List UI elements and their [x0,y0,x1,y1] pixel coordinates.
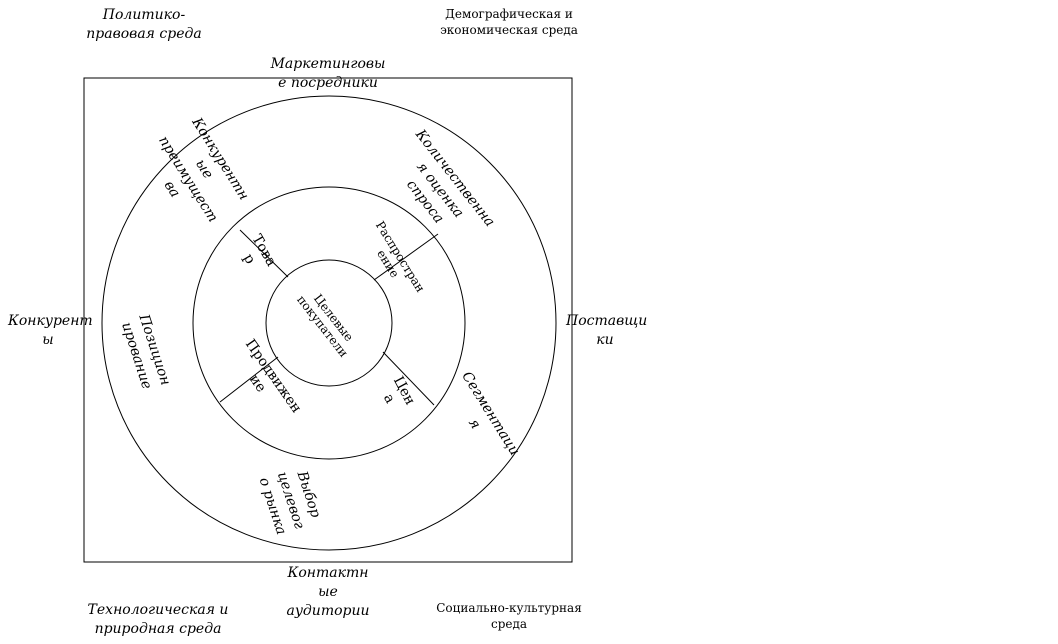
divider-bottom-left [219,356,279,403]
divider-top-left [239,229,289,278]
label-line: ы [42,332,54,348]
label-competitors: Конкурент ы [8,312,93,350]
inner-circle [265,259,393,387]
label-technological-natural: Технологическая и природная среда [76,601,240,639]
outer-circle [101,95,557,551]
label-line: Технологическая и [87,602,229,618]
label-marketing-intermediaries: Маркетинговы е посредники [268,55,388,93]
label-line: Контактн [287,565,369,581]
label-line: Поставщи [566,313,648,329]
label-line: ки [596,332,614,348]
label-line: е посредники [278,75,378,91]
divider-bottom-right [382,351,435,406]
label-line: Политико- [102,7,186,23]
label-line: экономическая среда [440,23,578,37]
label-line: природная среда [94,621,222,637]
label-sociocultural: Социально-культурная среда [436,600,582,632]
label-contact-audiences: Контактн ые аудитории [283,564,373,621]
label-line: Социально-культурная [436,601,582,615]
environment-frame [83,77,573,563]
label-political-legal: Политико- правовая среда [86,6,202,44]
label-line: Маркетинговы [270,56,386,72]
middle-circle [192,186,466,460]
label-suppliers: Поставщи ки [566,312,648,350]
label-line: Демографическая и [445,7,573,21]
label-line: правовая среда [86,26,202,42]
label-line: среда [490,617,528,631]
divider-top-right [373,233,439,281]
label-line: ые [318,584,338,600]
label-line: Конкурент [8,313,93,329]
label-demographic-economic: Демографическая и экономическая среда [440,6,578,38]
label-line: аудитории [286,603,370,619]
